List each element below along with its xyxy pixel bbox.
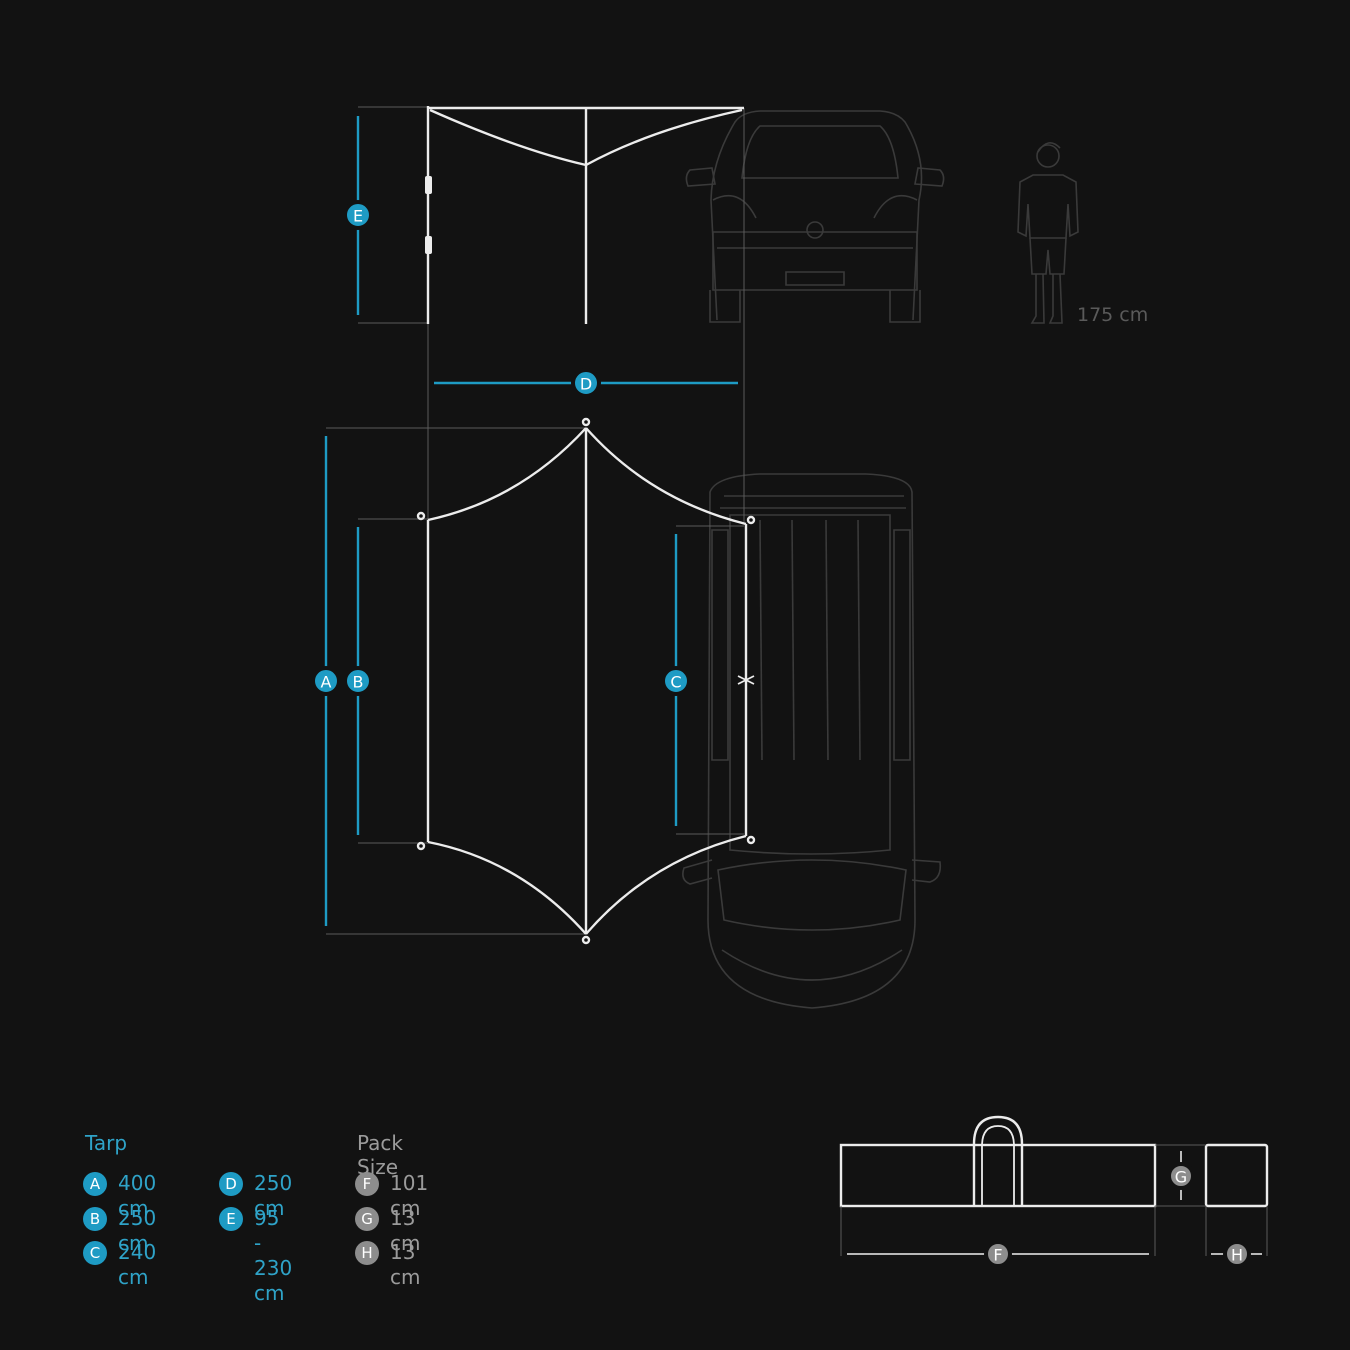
dimension-lines <box>324 116 738 926</box>
svg-text:B: B <box>353 673 364 692</box>
badge-h: H <box>1223 1240 1251 1268</box>
legend-badge-a: A <box>83 1172 107 1196</box>
badge-b: B <box>343 666 373 696</box>
legend-value-c: 240 cm <box>118 1240 157 1289</box>
svg-text:E: E <box>353 207 363 226</box>
svg-text:H: H <box>1231 1246 1243 1265</box>
svg-text:A: A <box>321 673 332 692</box>
legend-item-f: F 101 cm <box>355 1171 429 1221</box>
badge-a: A <box>311 666 341 696</box>
svg-text:D: D <box>580 375 592 394</box>
person-silhouette <box>1017 142 1079 324</box>
legend-value-d: 250 cm <box>254 1171 293 1220</box>
legend-value-a: 400 cm <box>118 1171 157 1220</box>
badge-c: C <box>661 666 691 696</box>
legend-item-e: E 95 - 230 cm <box>219 1206 293 1306</box>
pack-bag-drawing <box>839 1115 1269 1208</box>
legend-badge-h: H <box>355 1241 379 1265</box>
legend-value-f: 101 cm <box>390 1171 429 1220</box>
legend-value-g: 13 cm <box>390 1206 421 1255</box>
van-front-view <box>685 110 945 323</box>
guide-lines <box>326 106 745 935</box>
legend-value-e: 95 - 230 cm <box>254 1206 293 1305</box>
legend-badge-g: G <box>355 1207 379 1231</box>
legend-badge-c: C <box>83 1241 107 1265</box>
legend-value-b: 250 cm <box>118 1206 157 1255</box>
svg-text:F: F <box>993 1246 1002 1265</box>
legend-item-a: A 400 cm <box>83 1171 157 1221</box>
tarp-side-view <box>425 106 744 324</box>
legend-item-g: G 13 cm <box>355 1206 421 1256</box>
legend-item-d: D 250 cm <box>219 1171 293 1221</box>
legend-badge-e: E <box>219 1207 243 1231</box>
badge-g: G <box>1167 1162 1195 1190</box>
legend-item-c: C 240 cm <box>83 1240 157 1290</box>
legend-item-b: B 250 cm <box>83 1206 157 1256</box>
pack-guide-lines <box>840 1144 1268 1256</box>
legend-item-h: H 13 cm <box>355 1240 421 1290</box>
svg-text:C: C <box>670 673 681 692</box>
tarp-legend-title: Tarp <box>85 1131 128 1155</box>
legend-badge-f: F <box>355 1172 379 1196</box>
person-height-label: 175 cm <box>1077 304 1149 326</box>
svg-text:G: G <box>1175 1168 1187 1187</box>
badge-d: D <box>571 368 601 398</box>
pack-dimension-lines <box>847 1151 1262 1255</box>
tarp-top-view <box>416 417 756 945</box>
legend-badge-b: B <box>83 1207 107 1231</box>
van-top-view <box>682 473 942 1009</box>
legend-badge-d: D <box>219 1172 243 1196</box>
legend-value-h: 13 cm <box>390 1240 421 1289</box>
badge-e: E <box>343 200 373 230</box>
badge-f: F <box>984 1240 1012 1268</box>
